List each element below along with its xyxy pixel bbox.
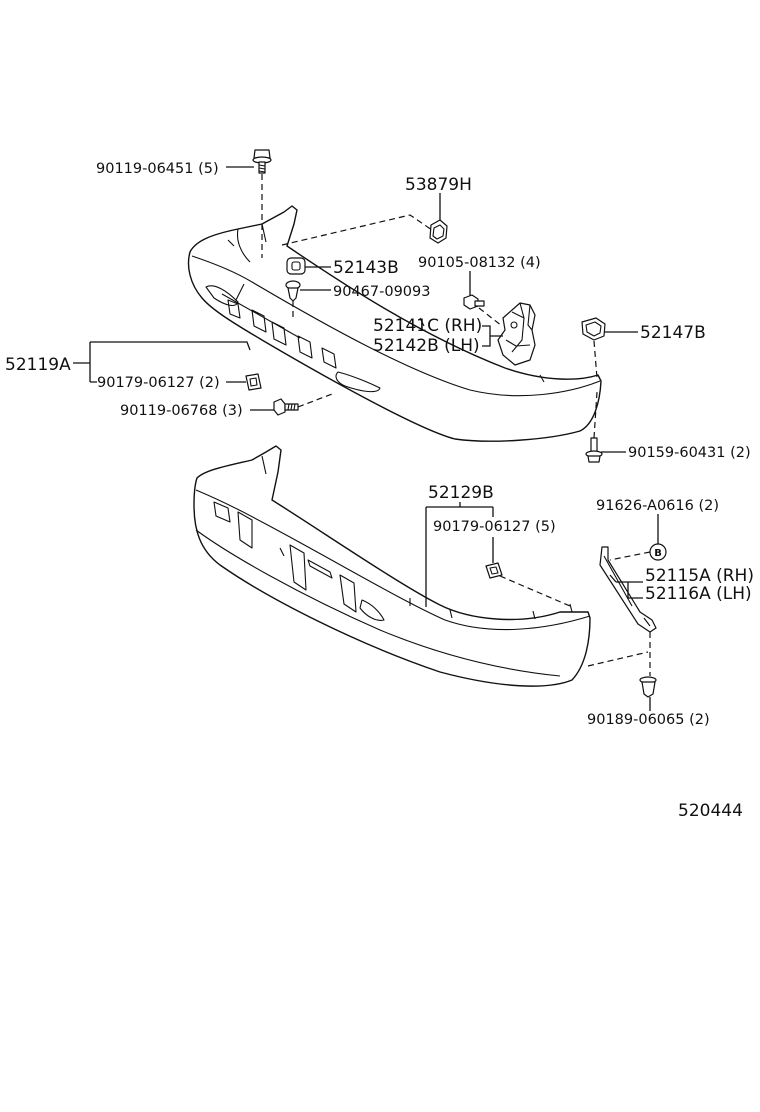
label-retainer-52147b: 52147B [640, 323, 706, 343]
callout-labels: 90119-06451 (5) 53879H 52143B 90105-0813… [5, 161, 754, 821]
rivet-marker-letter: B [654, 548, 662, 559]
pin-90467-09093 [285, 280, 301, 302]
upper-bumper-right-slot [335, 371, 381, 393]
retainer-52143b [286, 257, 306, 275]
label-lower-bumper: 52129B [428, 483, 494, 503]
label-upper-clip: 90179-06127 (2) [97, 375, 220, 391]
label-stay-rivet: 91626-A0616 (2) [596, 498, 719, 514]
label-pin-90467: 90467-09093 [333, 284, 431, 300]
lower-bumper-tabs [261, 455, 573, 620]
lower-bumper-lip [195, 529, 561, 677]
label-lower-left-bolt: 90119-06768 (3) [120, 403, 243, 419]
label-lower-clip: 90189-06065 (2) [587, 712, 710, 728]
rivet-marker-b: B [649, 543, 667, 561]
lower-bumper-recesses [213, 501, 357, 613]
label-top-retainer: 53879H [405, 175, 472, 195]
upper-bumper-top-edge [191, 255, 601, 397]
lower-bumper-top-edge [195, 489, 591, 631]
label-right-bolt: 90159-60431 (2) [628, 445, 751, 461]
alignment-lines [261, 174, 651, 676]
label-upper-bumper: 52119A [5, 355, 71, 375]
label-bracket-lh: 52142B (LH) [373, 336, 480, 356]
figure-number: 520444 [678, 801, 743, 821]
label-retainer-52143b: 52143B [333, 258, 399, 278]
retainer-53879h [429, 219, 448, 244]
label-upper-bolt: 90119-06451 (5) [96, 161, 219, 177]
leader-lines [73, 166, 659, 711]
upper-bumper-recesses [221, 283, 337, 369]
bolt-90119-06768 [273, 398, 299, 416]
clip-90179-06127-upper [245, 373, 262, 391]
label-bracket-rh: 52141C (RH) [373, 316, 482, 336]
lower-bumper-outline [193, 445, 591, 687]
label-stay-rh: 52115A (RH) [645, 566, 754, 586]
bolt-90105-08132 [463, 294, 485, 310]
bracket-52141c-52142b [497, 302, 536, 366]
label-lower-nut: 90179-06127 (5) [433, 519, 556, 535]
upper-bumper-left-intake [205, 285, 239, 307]
bolt-90119-06451 [252, 149, 272, 174]
clip-90189-06065 [639, 676, 657, 698]
bolt-90159-60431 [585, 437, 603, 463]
label-bolt-90105: 90105-08132 (4) [418, 255, 541, 271]
stay-52115a-52116a [599, 546, 657, 633]
nut-90179-06127-lower [485, 562, 503, 579]
label-stay-lh: 52116A (LH) [645, 584, 752, 604]
lower-bumper-intake [359, 599, 385, 621]
retainer-52147b [581, 317, 606, 341]
lower-bumper [193, 445, 591, 687]
